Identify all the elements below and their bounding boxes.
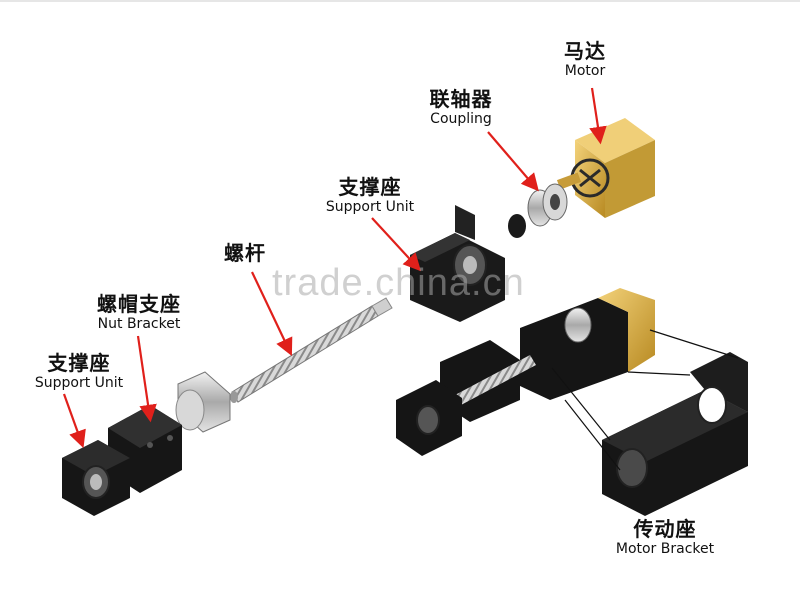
motor-bracket-label-en: Motor Bracket (600, 541, 730, 557)
coupling-label-cn: 联轴器 (416, 88, 506, 111)
watermark: trade.china.cn (272, 262, 525, 305)
motor-label-cn: 马达 (545, 40, 625, 63)
support-unit-top-label: 支撑座 Support Unit (315, 176, 425, 215)
support-unit-top-arrow (372, 218, 418, 268)
screw-label: 螺杆 (210, 242, 280, 265)
support-unit-left-arrow (64, 394, 82, 444)
support-unit-left-label-cn: 支撑座 (24, 352, 134, 375)
motor-bracket (602, 352, 748, 516)
support-unit-top-label-en: Support Unit (315, 199, 425, 215)
nut-bracket-label-cn: 螺帽支座 (84, 293, 194, 316)
ball-nut (176, 372, 230, 432)
nut-bracket-label: 螺帽支座 Nut Bracket (84, 293, 194, 332)
coupling-label: 联轴器 Coupling (416, 88, 506, 127)
coupling (508, 184, 567, 238)
nut-bracket-arrow (138, 336, 150, 418)
assembled-unit (396, 288, 655, 456)
support-unit-left-label-en: Support Unit (24, 375, 134, 391)
coupling-label-en: Coupling (416, 111, 506, 127)
motor-label-en: Motor (545, 63, 625, 79)
motor-bracket-label-cn: 传动座 (600, 518, 730, 541)
coupling-arrow (488, 132, 536, 188)
support-unit-left-label: 支撑座 Support Unit (24, 352, 134, 391)
nut-bracket-label-en: Nut Bracket (84, 316, 194, 332)
support-unit-top-label-cn: 支撑座 (315, 176, 425, 199)
ball-screw (230, 298, 392, 403)
screw-label-cn: 螺杆 (210, 242, 280, 265)
motor-bracket-label: 传动座 Motor Bracket (600, 518, 730, 557)
motor (557, 118, 655, 218)
motor-label: 马达 Motor (545, 40, 625, 79)
